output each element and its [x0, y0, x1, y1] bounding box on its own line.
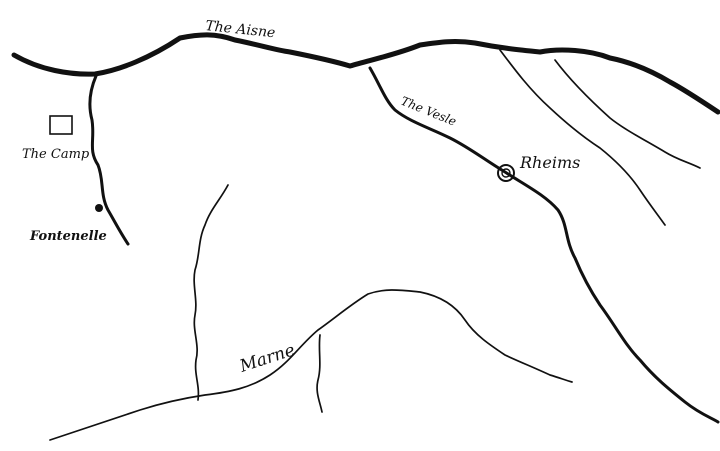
river-camp-tributary [88, 74, 130, 246]
river-marne [49, 289, 573, 441]
label-vesle: The Vesle [399, 94, 458, 129]
fontenelle-dot-icon [95, 204, 103, 212]
label-camp: The Camp [22, 147, 90, 162]
camp-square-icon [49, 115, 73, 135]
river-east-tributary-1 [499, 49, 666, 226]
river-vesle [368, 66, 720, 424]
label-rheims: Rheims [519, 153, 580, 172]
river-west-tributary [193, 184, 229, 401]
rheims-inner-circle-icon [501, 168, 511, 178]
label-fontenelle: Fontenelle [29, 229, 107, 244]
river-lower-tributary [316, 334, 323, 413]
label-aisne: The Aisne [205, 18, 276, 41]
river-east-tributary-2 [554, 59, 701, 169]
river-aisne [11, 32, 720, 115]
label-marne: Marne [236, 340, 297, 377]
rheims-circle-icon [497, 164, 515, 182]
